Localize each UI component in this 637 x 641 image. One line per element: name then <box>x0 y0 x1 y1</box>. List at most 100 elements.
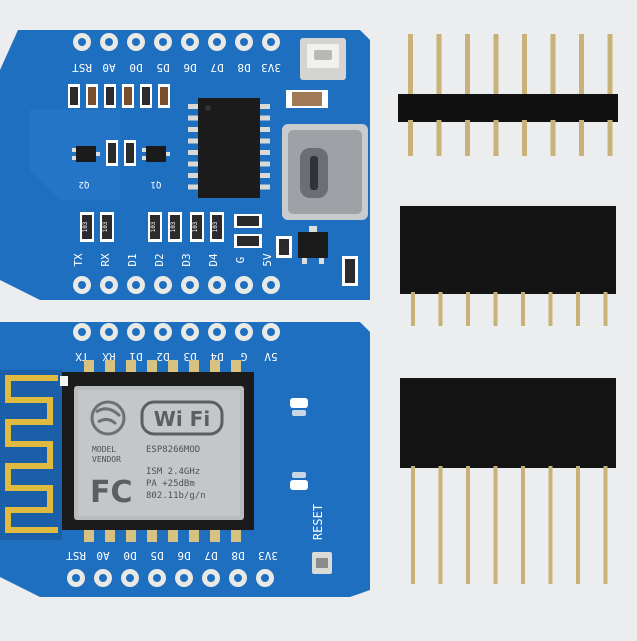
pin-label: A0 <box>96 549 109 562</box>
pin-label: D6 <box>183 61 196 74</box>
pad-hole <box>180 574 188 582</box>
chip-pin <box>188 161 198 167</box>
top-board-transistor-q1: Q1 <box>142 146 170 189</box>
pad-hole <box>132 328 140 336</box>
header-pin <box>466 292 470 326</box>
castellated-pad <box>210 360 220 376</box>
header-pin <box>466 466 470 584</box>
header-pin <box>522 120 527 156</box>
module-pa-line: PA +25dBm <box>146 479 195 489</box>
header-pin <box>548 466 553 584</box>
top-board-lower-resistors: 103 103 103 103 103 103 <box>80 212 262 248</box>
pad-hole <box>78 38 86 46</box>
pin-label: D6 <box>177 549 190 562</box>
chip-pin <box>260 150 270 155</box>
chip-pin <box>260 184 270 190</box>
module-vendor-label: VENDOR <box>92 455 121 464</box>
pad-hole <box>213 328 221 336</box>
reset-button <box>312 552 332 574</box>
pin-label: D8 <box>231 549 244 562</box>
pin-label: G <box>241 350 248 363</box>
header-pin <box>411 466 415 584</box>
usb-c-port <box>282 124 368 220</box>
castellated-pad <box>189 526 199 542</box>
top-board-bottom-pin-labels: TX RX D1 D2 D3 D4 G 5V <box>72 253 274 267</box>
pad-hole <box>267 328 275 336</box>
pin-label: RX <box>102 350 116 363</box>
chip-pin <box>188 138 198 144</box>
pad-hole <box>99 574 107 582</box>
pin-label: 3V3 <box>258 549 278 562</box>
female-header-short <box>400 206 616 326</box>
component-label: Q2 <box>79 179 90 189</box>
pin-label: RST <box>66 549 86 562</box>
pin-label: D1 <box>129 350 142 363</box>
header-pin <box>607 34 613 96</box>
resistor-marking: 103 <box>102 221 109 232</box>
resistor-marking: 103 <box>82 221 89 232</box>
pin-label: D2 <box>153 253 166 266</box>
header-pin <box>603 466 608 584</box>
esp8266-module: Wi Fi MODEL VENDOR ESP8266MOD FC ISM 2.4… <box>62 372 254 530</box>
module-castellated-pads-top <box>84 360 241 376</box>
bottom-board-passives <box>290 398 308 490</box>
bottom-board: TX RX D1 D2 D3 D4 G 5V RST A0 D0 D5 D6 D… <box>0 322 370 597</box>
pad-hole <box>186 328 194 336</box>
bottom-board-top-pin-labels: TX RX D1 D2 D3 D4 G 5V <box>75 350 278 363</box>
pad-hole <box>78 281 86 289</box>
pin-label: D0 <box>129 61 142 74</box>
castellated-pad <box>168 526 178 542</box>
pad-hole <box>153 574 161 582</box>
pcb-antenna <box>0 370 62 540</box>
header-pin <box>550 34 556 96</box>
castellated-pad <box>84 526 94 542</box>
female-header-long <box>400 378 616 584</box>
antenna-trace <box>5 375 58 533</box>
pad-hole <box>186 38 194 46</box>
castellated-pad <box>231 360 241 376</box>
pin-label: 5V <box>264 350 278 363</box>
pin-label: TX <box>75 350 89 363</box>
pad-hole <box>213 38 221 46</box>
female-header-body <box>400 378 616 468</box>
header-pin <box>548 292 553 326</box>
top-board-resistor-pair <box>106 140 136 166</box>
header-pin <box>438 292 443 326</box>
chip-pin <box>188 173 198 178</box>
top-board-usb-serial-chip <box>188 98 270 198</box>
castellated-pad <box>147 360 157 376</box>
female-header-body <box>400 206 616 294</box>
pin-label: D7 <box>204 549 217 562</box>
pad-hole <box>132 38 140 46</box>
fc-mark: FC <box>90 475 133 510</box>
chip-pin <box>260 161 270 167</box>
pin-label: D4 <box>207 253 220 267</box>
bottom-board-bottom-pin-labels: RST A0 D0 D5 D6 D7 D8 3V3 <box>66 549 278 562</box>
male-header-plastic <box>398 94 618 122</box>
header-pin <box>408 34 413 96</box>
top-board-capacitor <box>286 90 328 108</box>
pad-hole <box>72 574 80 582</box>
top-board-transistor-q2: Q2 <box>72 146 100 189</box>
header-pin <box>521 466 525 584</box>
header-pin <box>408 120 413 156</box>
resistor-marking: 103 <box>170 221 177 232</box>
header-pin <box>436 120 442 156</box>
pin-label: D1 <box>126 253 139 266</box>
top-board: RST A0 D0 D5 D6 D7 D8 3V3 TX RX D1 D2 D3… <box>0 30 370 300</box>
header-pin <box>493 292 498 326</box>
status-led <box>60 376 68 386</box>
resistor-marking: 103 <box>212 221 219 232</box>
pad-hole <box>159 328 167 336</box>
castellated-pad <box>126 526 136 542</box>
header-pin <box>579 34 584 96</box>
header-pin <box>603 292 608 326</box>
pad-hole <box>240 328 248 336</box>
castellated-pad <box>210 526 220 542</box>
resistor-marking: 103 <box>150 221 157 232</box>
top-board-resistor-row <box>68 84 170 108</box>
pin-label: TX <box>72 253 85 267</box>
header-pin <box>522 34 527 96</box>
pin-label: RST <box>72 61 92 74</box>
